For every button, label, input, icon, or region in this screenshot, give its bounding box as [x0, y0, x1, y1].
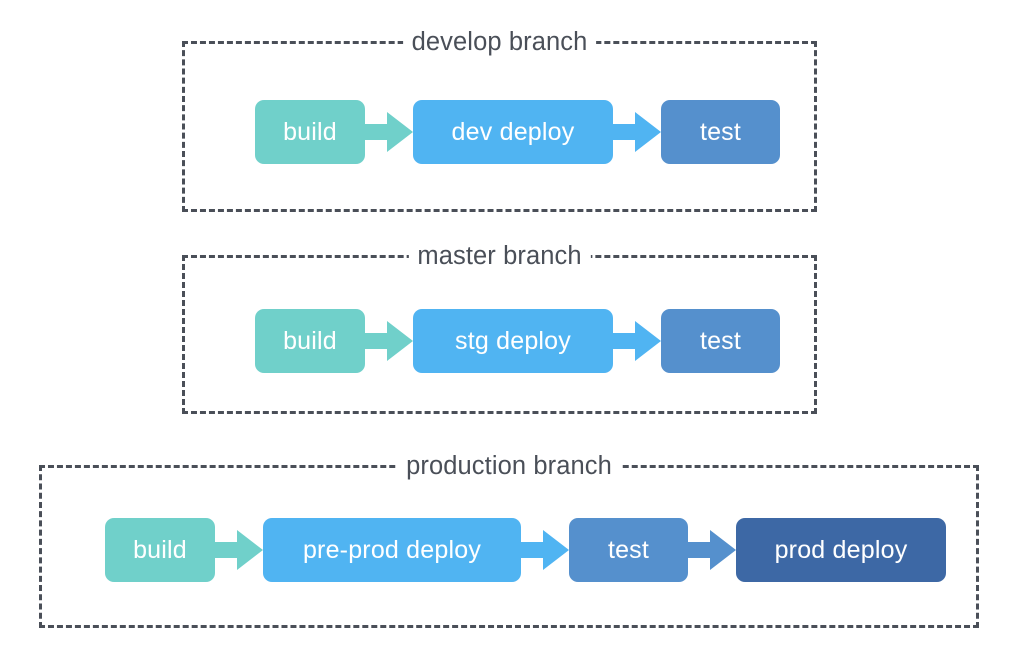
pipeline-develop-branch: build dev deploy test — [255, 100, 780, 164]
branch-group-develop-branch: develop branch — [182, 27, 817, 212]
stage-develop-branch-build[interactable]: build — [255, 100, 365, 164]
stage-label: prod deploy — [774, 535, 908, 564]
arrow-pre-prod-deploy-to-test — [521, 530, 569, 570]
arrow-test-to-prod-deploy — [688, 530, 736, 570]
arrow-dev-deploy-to-test — [613, 112, 661, 152]
stage-production-branch-prod-deploy[interactable]: prod deploy — [736, 518, 946, 582]
stage-master-branch-build[interactable]: build — [255, 309, 365, 373]
stage-label: build — [283, 326, 337, 355]
pipeline-production-branch: build pre-prod deploy test prod deploy — [105, 518, 946, 582]
branch-group-production-branch: production branch — [39, 451, 979, 628]
stage-label: build — [133, 535, 187, 564]
stage-production-branch-build[interactable]: build — [105, 518, 215, 582]
stage-label: stg deploy — [455, 326, 571, 355]
stage-label: test — [699, 117, 742, 146]
stage-master-branch-test[interactable]: test — [661, 309, 780, 373]
branch-title-production-branch: production branch — [397, 451, 621, 482]
stage-label: pre-prod deploy — [302, 535, 482, 564]
arrow-stg-deploy-to-test — [613, 321, 661, 361]
arrow-build-to-stg-deploy — [365, 321, 413, 361]
arrow-build-to-pre-prod-deploy — [215, 530, 263, 570]
branch-title-master-branch: master branch — [408, 241, 591, 272]
stage-production-branch-test[interactable]: test — [569, 518, 688, 582]
stage-label: test — [699, 326, 742, 355]
stage-label: test — [607, 535, 650, 564]
pipeline-master-branch: build stg deploy test — [255, 309, 780, 373]
stage-label: build — [283, 117, 337, 146]
branch-group-master-branch: master branch — [182, 241, 817, 414]
stage-develop-branch-test[interactable]: test — [661, 100, 780, 164]
stage-develop-branch-dev-deploy[interactable]: dev deploy — [413, 100, 613, 164]
stage-label: dev deploy — [451, 117, 575, 146]
branch-title-develop-branch: develop branch — [402, 27, 597, 58]
arrow-build-to-dev-deploy — [365, 112, 413, 152]
stage-master-branch-stg-deploy[interactable]: stg deploy — [413, 309, 613, 373]
stage-production-branch-pre-prod-deploy[interactable]: pre-prod deploy — [263, 518, 521, 582]
